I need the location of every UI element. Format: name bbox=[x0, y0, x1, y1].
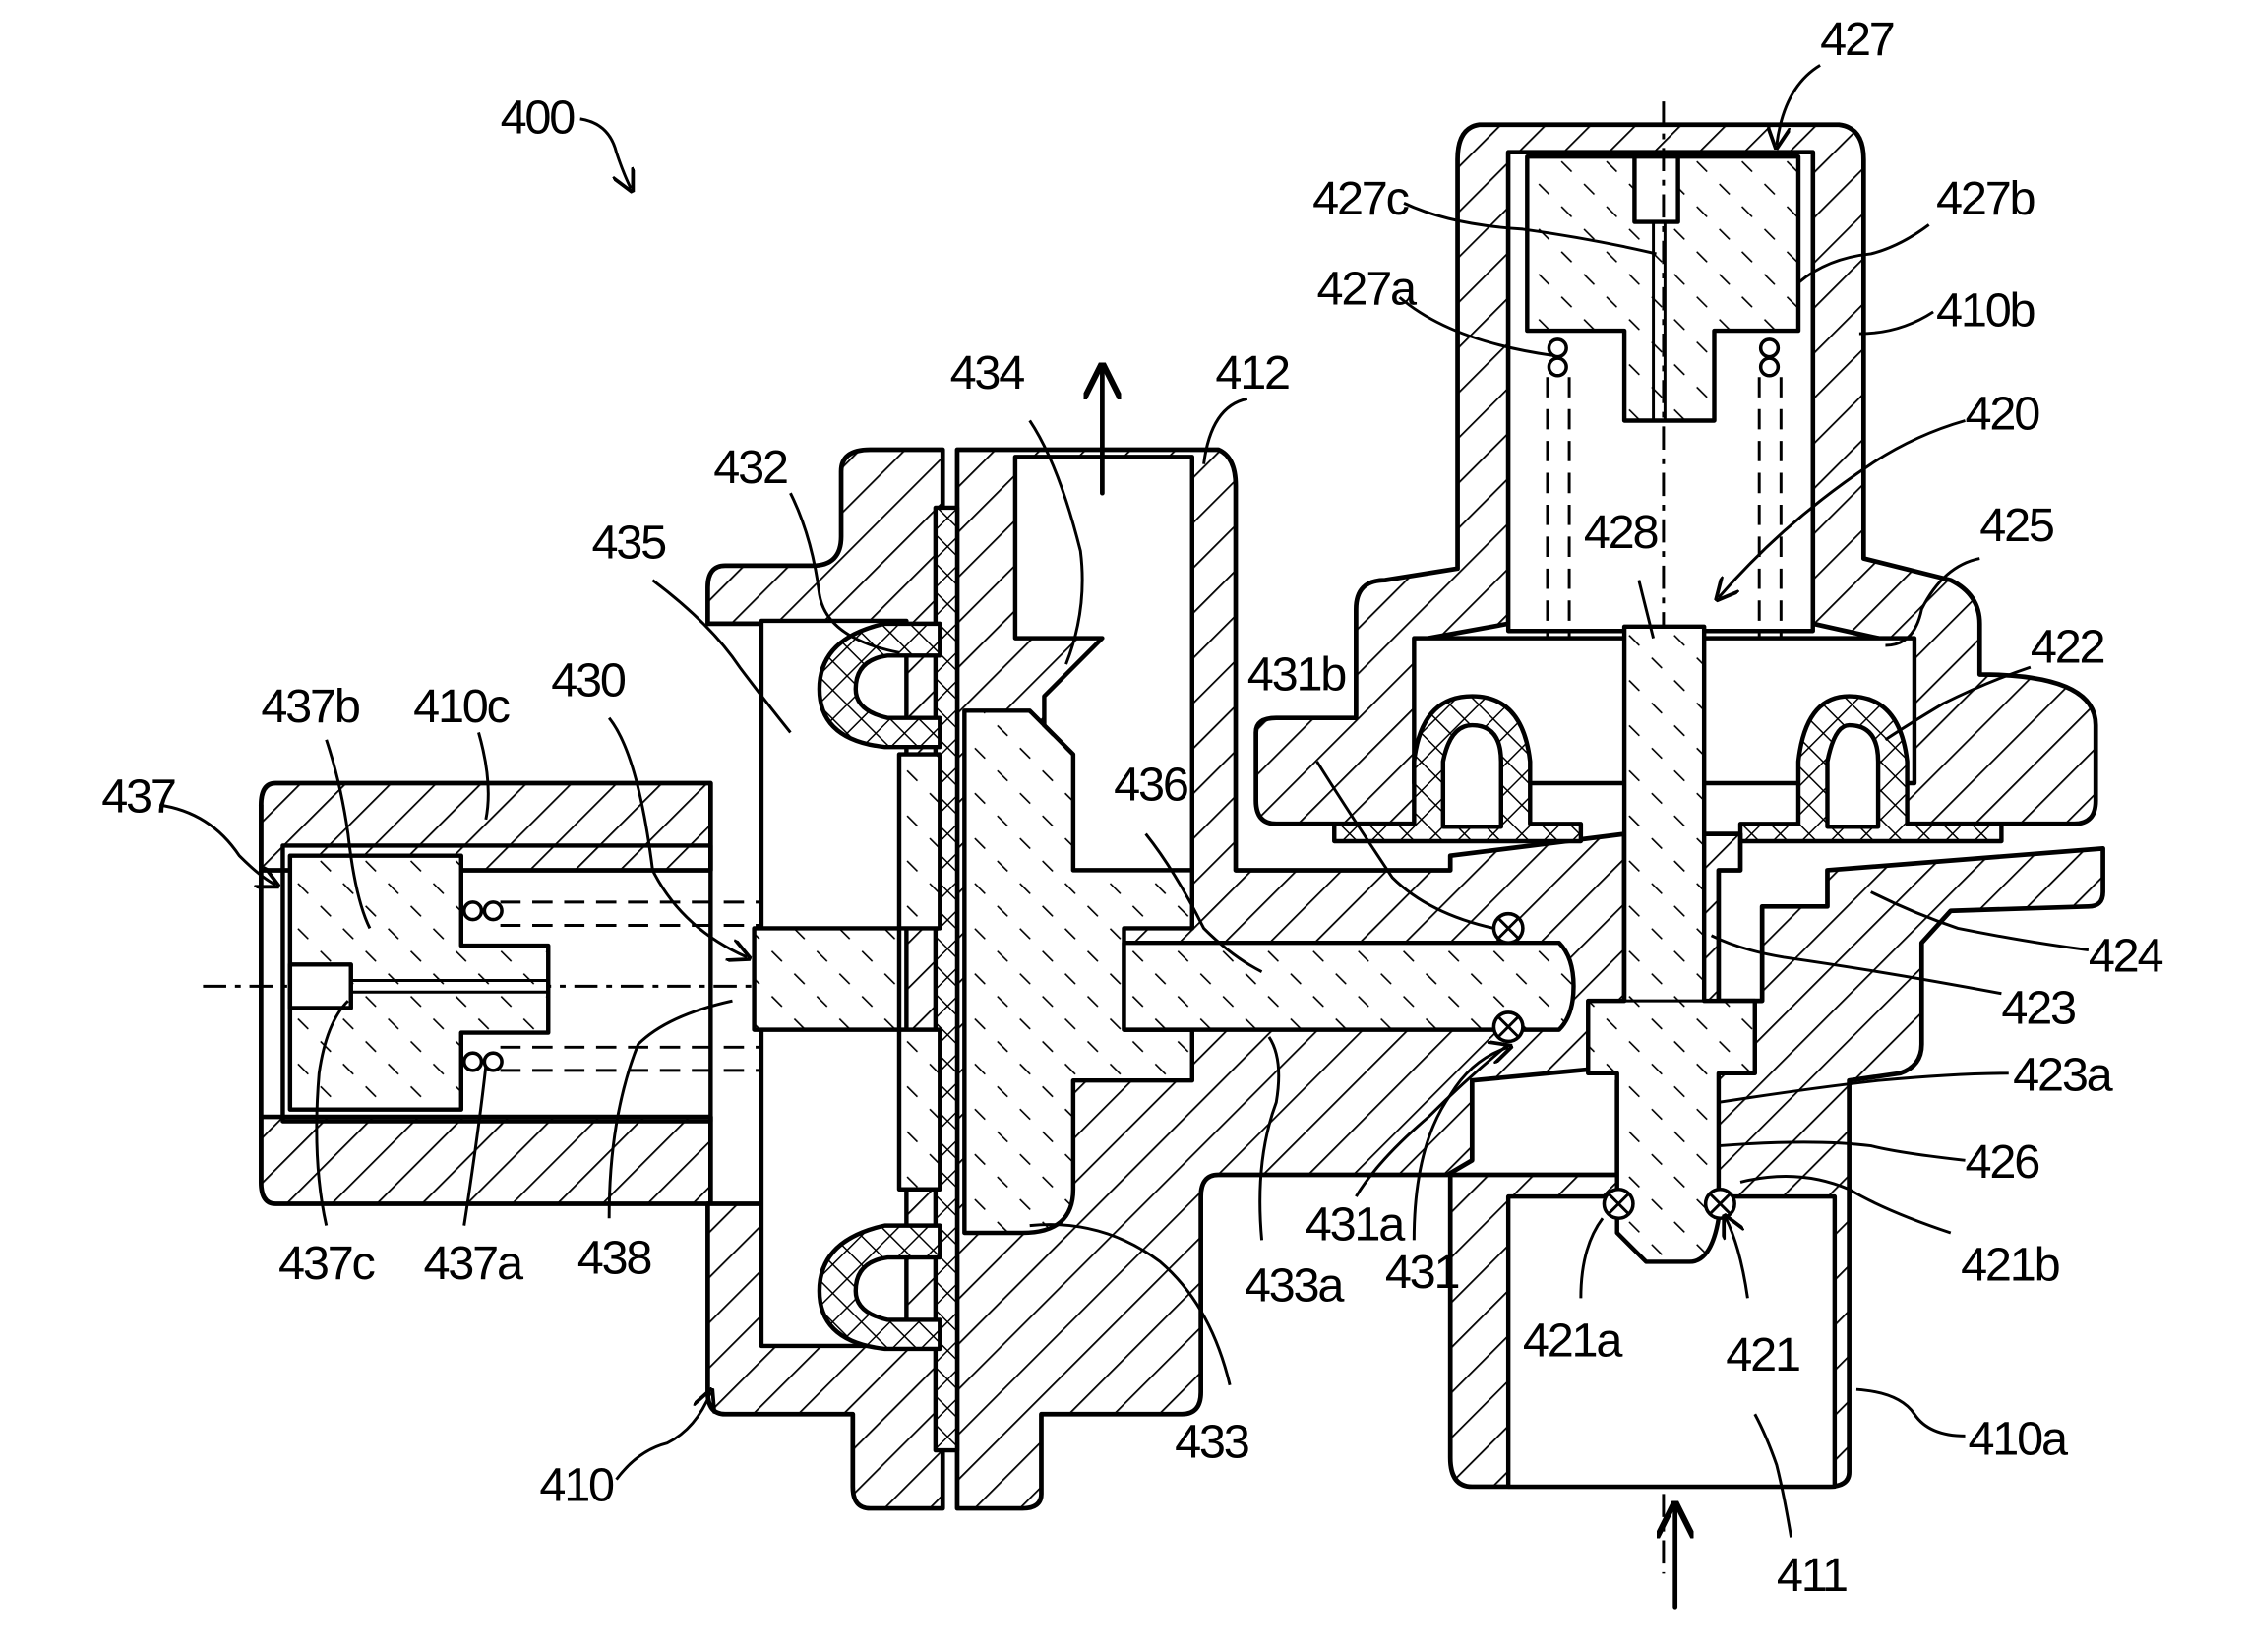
label-433a: 433a bbox=[1245, 1258, 1345, 1312]
label-432: 432 bbox=[713, 441, 787, 494]
label-430: 430 bbox=[551, 654, 626, 707]
label-427c: 427c bbox=[1312, 172, 1409, 225]
label-431: 431 bbox=[1385, 1246, 1459, 1299]
label-431a: 431a bbox=[1306, 1197, 1406, 1251]
label-411: 411 bbox=[1777, 1549, 1847, 1602]
label-424: 424 bbox=[2089, 930, 2163, 983]
label-421a: 421a bbox=[1523, 1314, 1623, 1367]
label-422: 422 bbox=[2031, 621, 2104, 674]
label-435: 435 bbox=[591, 517, 665, 570]
label-427: 427 bbox=[1820, 13, 1894, 66]
label-421b: 421b bbox=[1961, 1239, 2058, 1292]
label-427b: 427b bbox=[1936, 172, 2034, 225]
label-427a: 427a bbox=[1317, 263, 1418, 316]
label-412: 412 bbox=[1215, 346, 1289, 399]
label-431b: 431b bbox=[1247, 648, 1345, 702]
label-438: 438 bbox=[577, 1231, 651, 1284]
label-423a: 423a bbox=[2013, 1049, 2113, 1102]
label-437c: 437c bbox=[278, 1237, 375, 1290]
label-410a: 410a bbox=[1968, 1413, 2068, 1466]
label-423: 423 bbox=[2001, 982, 2075, 1035]
label-421: 421 bbox=[1726, 1328, 1799, 1381]
label-425: 425 bbox=[1979, 499, 2053, 552]
label-426: 426 bbox=[1966, 1135, 2039, 1189]
label-437: 437 bbox=[101, 769, 175, 823]
label-434: 434 bbox=[950, 346, 1025, 399]
label-420: 420 bbox=[1966, 387, 2040, 440]
label-437b: 437b bbox=[261, 680, 358, 733]
label-410b: 410b bbox=[1936, 284, 2034, 337]
label-428: 428 bbox=[1584, 506, 1658, 559]
label-436: 436 bbox=[1114, 759, 1187, 812]
label-410c: 410c bbox=[413, 680, 510, 733]
label-400: 400 bbox=[501, 92, 576, 145]
label-437a: 437a bbox=[423, 1237, 523, 1290]
label-410: 410 bbox=[539, 1459, 614, 1512]
label-433: 433 bbox=[1175, 1415, 1248, 1468]
